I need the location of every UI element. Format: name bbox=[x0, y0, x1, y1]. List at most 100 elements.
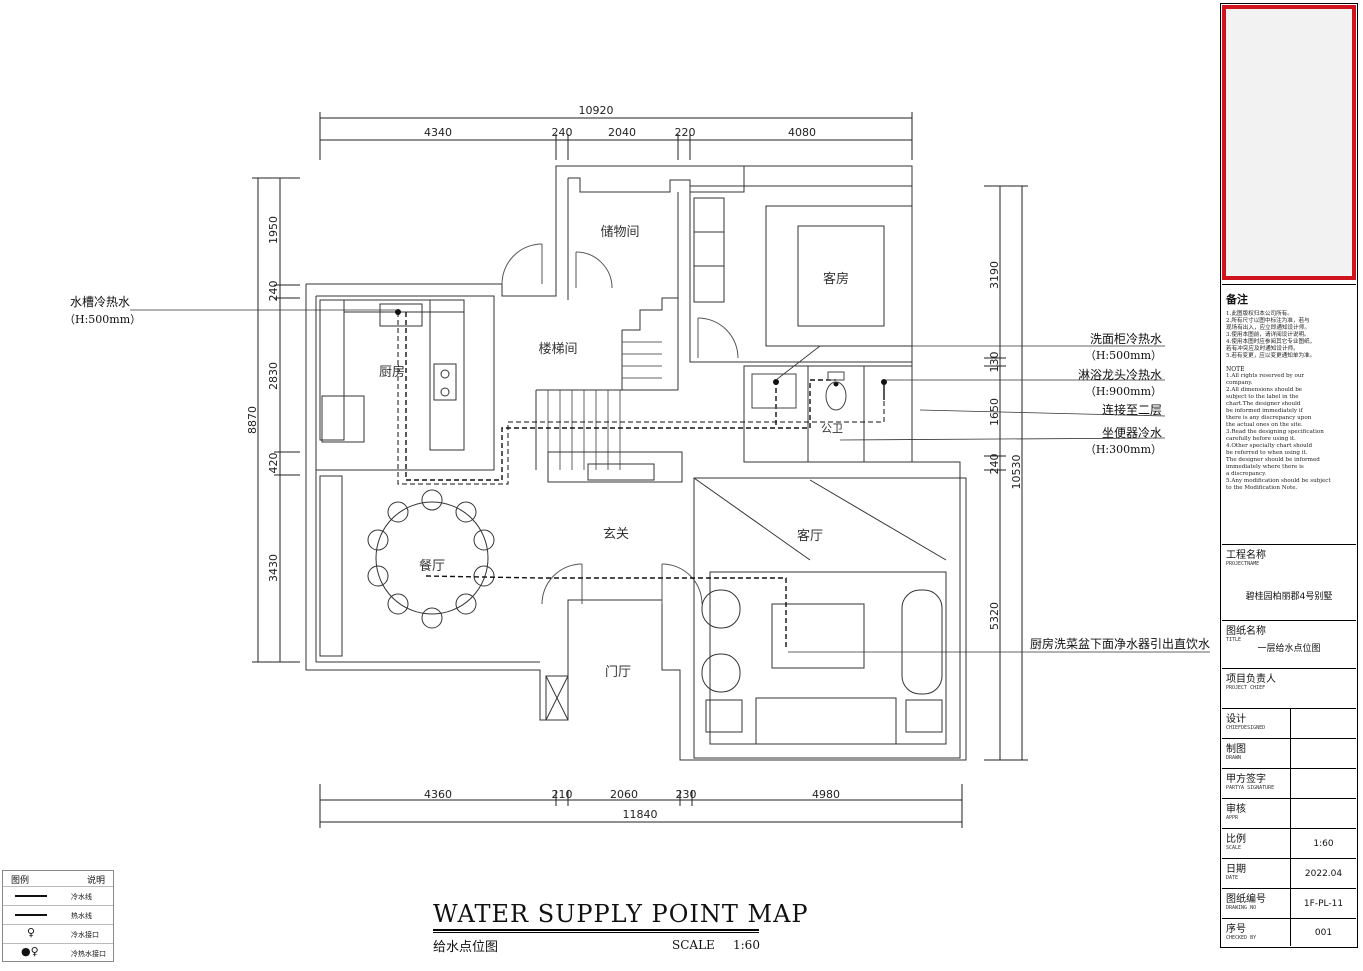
notes-en-heading: NOTE bbox=[1226, 366, 1245, 373]
note-en-line: there is any discrepancy upon bbox=[1226, 415, 1312, 421]
note-en-line: The designer should be informed bbox=[1226, 457, 1320, 463]
dim-top-5: 4080 bbox=[788, 126, 816, 139]
drawing-sub: TITLE bbox=[1226, 637, 1242, 643]
chief-row: 项目负责人 PROJECT CHIEF bbox=[1222, 668, 1356, 708]
note-en-line: the actual ones on the site. bbox=[1226, 422, 1303, 428]
party-label: 甲方签字 bbox=[1226, 774, 1266, 785]
project-value: 碧桂园柏丽郡4号别墅 bbox=[1245, 592, 1333, 602]
design-label: 设计 bbox=[1226, 714, 1246, 725]
legend-row: 热水线 bbox=[3, 905, 113, 925]
room-label-entry: 玄关 bbox=[603, 527, 629, 542]
annotation-basin-height: （H:500mm） bbox=[1085, 349, 1162, 362]
note-cn-line: 1.此图版权归本公司所有。 bbox=[1226, 311, 1293, 317]
note-en-line: 4.Other specialty chart should bbox=[1226, 443, 1313, 449]
legend-row: ●♀ 冷热水接口 bbox=[3, 943, 113, 963]
design-sub: CHIEFDESIGNED bbox=[1226, 725, 1266, 731]
logo-frame bbox=[1222, 5, 1356, 280]
room-label-guest: 客房 bbox=[823, 271, 849, 287]
annotation-sink: 水槽冷热水 bbox=[70, 295, 130, 309]
title-underline bbox=[433, 929, 759, 931]
note-cn-line: 现场有出入，应立即通知设计师。 bbox=[1226, 325, 1310, 331]
dimension-top bbox=[319, 112, 913, 160]
dim-top-1: 4340 bbox=[424, 126, 452, 139]
notes-heading: 备注 bbox=[1226, 293, 1248, 306]
drawn-sub: DRAWN bbox=[1226, 755, 1242, 761]
cold-line-icon bbox=[15, 895, 47, 897]
room-label-hall: 门厅 bbox=[605, 665, 631, 680]
design-value bbox=[1290, 709, 1356, 738]
drawing-no-sub: DRAWING NO bbox=[1226, 905, 1257, 911]
room-label-storage: 储物间 bbox=[600, 225, 639, 240]
legend-label: 冷水线 bbox=[71, 893, 92, 901]
dim-right-2: 130 bbox=[988, 352, 1001, 373]
scale-label: 比例 bbox=[1226, 834, 1246, 845]
seq-label: 序号 bbox=[1226, 924, 1246, 935]
legend-label: 冷水接口 bbox=[71, 931, 99, 939]
dimension-bottom bbox=[319, 784, 963, 828]
approve-value bbox=[1290, 799, 1356, 828]
annotation-basin: 洗面柜冷热水 bbox=[1090, 332, 1162, 346]
legend-col-symbol: 图例 bbox=[11, 876, 30, 886]
dim-bottom-5: 4980 bbox=[812, 788, 840, 801]
notes-panel: 备注 1.此图版权归本公司所有。 2.所有尺寸以图中标注为准，若与 现场有出入，… bbox=[1222, 284, 1356, 541]
dim-top-3: 2040 bbox=[608, 126, 636, 139]
annotation-purifier: 厨房洗菜盆下面净水器引出直饮水 bbox=[1030, 636, 1210, 651]
party-row: 甲方签字 PARTYA SIGNATURE bbox=[1222, 768, 1356, 798]
scale-sub: SCALE bbox=[1226, 845, 1242, 851]
note-en-line: 5.Any modification should be subject bbox=[1226, 478, 1331, 484]
seq-value: 001 bbox=[1290, 919, 1356, 946]
note-en-line: immediately where there is bbox=[1226, 464, 1304, 470]
note-cn-line: 若有冲突应及时通知设计师。 bbox=[1226, 346, 1299, 352]
dim-right-1: 3190 bbox=[988, 261, 1001, 289]
note-en-line: company. bbox=[1226, 380, 1253, 386]
dim-left-1: 1950 bbox=[267, 216, 280, 244]
legend-row: ♀ 冷水接口 bbox=[3, 924, 113, 944]
date-sub: DATE bbox=[1226, 875, 1239, 881]
note-en-line: a discrepancy. bbox=[1226, 471, 1267, 477]
floor-plan: 10920 4340 240 2040 220 4080 4360 210 20… bbox=[64, 104, 1210, 828]
dim-bottom-2: 210 bbox=[552, 788, 573, 801]
note-cn-line: 5.若有变更，应以变更通知单为准。 bbox=[1226, 353, 1316, 359]
legend-label: 热水线 bbox=[71, 912, 92, 920]
note-en-line: 2.All dimensions should be bbox=[1226, 387, 1303, 393]
hot-cold-outlet-icon: ●♀ bbox=[21, 945, 39, 958]
annotation-sink-height: （H:500mm） bbox=[64, 313, 141, 326]
date-row: 日期 DATE 2022.04 bbox=[1222, 858, 1356, 888]
note-en-line: be informed immediately if bbox=[1226, 408, 1303, 414]
dimension-left bbox=[252, 177, 300, 663]
legend-table: 图例 说明 冷水线 热水线 ♀ 冷水接口 ●♀ 冷热水接口 bbox=[2, 870, 114, 962]
legend-row: 冷水线 bbox=[3, 886, 113, 906]
dim-right-4: 240 bbox=[988, 454, 1001, 475]
project-sub: PROJECTNAME bbox=[1226, 561, 1260, 567]
drawing-no-value: 1F-PL-11 bbox=[1290, 889, 1356, 918]
dim-left-3: 2830 bbox=[267, 362, 280, 390]
legend-col-desc: 说明 bbox=[87, 876, 106, 886]
cold-outlet-icon: ♀ bbox=[27, 926, 36, 939]
note-en-line: be referred to when using it. bbox=[1226, 450, 1308, 456]
project-name-row: 工程名称 PROJECTNAME 碧桂园柏丽郡4号别墅 bbox=[1222, 544, 1356, 620]
annotation-toilet: 坐便器冷水 bbox=[1102, 426, 1162, 440]
dim-bottom-1: 4360 bbox=[424, 788, 452, 801]
design-row: 设计 CHIEFDESIGNED bbox=[1222, 708, 1356, 738]
approve-sub: APPR bbox=[1226, 815, 1239, 821]
scale-value: 1:60 bbox=[1290, 829, 1356, 858]
room-label-kitchen: 厨房 bbox=[379, 364, 405, 380]
dimension-right bbox=[984, 185, 1028, 761]
seq-sub: CHECKED BY bbox=[1226, 935, 1257, 941]
title-underline-thin bbox=[433, 932, 759, 933]
drawing-no-label: 图纸编号 bbox=[1226, 894, 1266, 905]
bath-fixtures bbox=[751, 371, 847, 411]
supply-points bbox=[395, 309, 887, 387]
drawing-label: 图纸名称 bbox=[1226, 626, 1266, 637]
party-value bbox=[1290, 769, 1356, 798]
dim-right-5: 5320 bbox=[988, 602, 1001, 630]
room-label-stair: 楼梯间 bbox=[538, 342, 577, 357]
drawing-name-row: 图纸名称 TITLE 一层给水点位图 bbox=[1222, 620, 1356, 668]
dim-bottom-4: 230 bbox=[676, 788, 697, 801]
dim-right-total: 10530 bbox=[1010, 455, 1023, 490]
room-label-bath: 公卫 bbox=[821, 422, 843, 435]
leader-lines bbox=[130, 309, 1210, 653]
annotation-upstairs: 连接至二层 bbox=[1102, 402, 1162, 417]
project-label: 工程名称 bbox=[1226, 550, 1266, 561]
note-en-line: carefully before using it. bbox=[1226, 436, 1296, 442]
